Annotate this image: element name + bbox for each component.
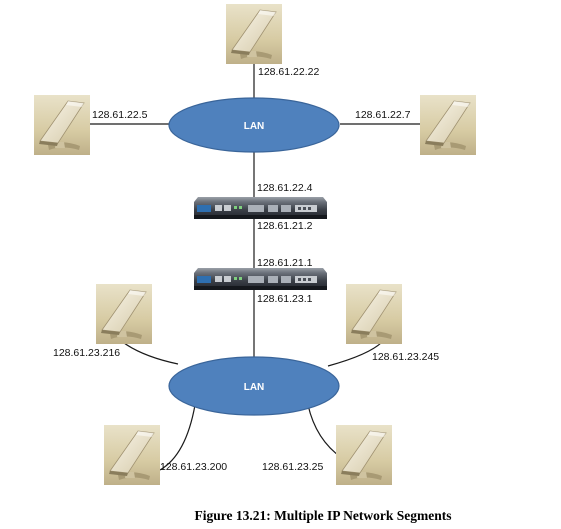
- router-icon: [194, 197, 327, 219]
- host-216-ip: 128.61.23.216: [53, 347, 120, 359]
- computer-icon: [226, 4, 282, 64]
- router-1-ip-lower: 128.61.21.2: [257, 220, 313, 232]
- computer-icon: [96, 284, 152, 344]
- lower-lan-label: LAN: [244, 382, 265, 393]
- host-200-ip: 128.61.23.200: [160, 461, 227, 473]
- upper-lan-ellipse: [168, 97, 340, 153]
- wire-host-200: [159, 404, 196, 471]
- host-left-ip: 128.61.22.5: [92, 109, 148, 121]
- host-top-ip: 128.61.22.22: [258, 66, 319, 78]
- upper-lan-label: LAN: [244, 121, 265, 132]
- host-right-ip: 128.61.22.7: [355, 109, 411, 121]
- router-2-ip-upper: 128.61.21.1: [257, 257, 313, 269]
- host-25: 128.61.23.25: [262, 425, 392, 485]
- computer-icon: [34, 95, 90, 155]
- router-2-ip-lower: 128.61.23.1: [257, 293, 313, 305]
- host-top: 128.61.22.22: [226, 4, 319, 78]
- router-icon: [194, 268, 327, 290]
- host-216: 128.61.23.216: [53, 284, 152, 359]
- computer-icon: [420, 95, 476, 155]
- host-right: 128.61.22.7: [355, 95, 476, 155]
- host-245: 128.61.23.245: [346, 284, 439, 363]
- host-25-ip: 128.61.23.25: [262, 461, 323, 473]
- computer-icon: [104, 425, 160, 485]
- upper-lan: LAN: [168, 97, 340, 153]
- router-1-ip-upper: 128.61.22.4: [257, 182, 313, 194]
- host-200: 128.61.23.200: [104, 425, 227, 485]
- figure-caption: Figure 13.21: Multiple IP Network Segmen…: [195, 508, 452, 523]
- host-left: 128.61.22.5: [34, 95, 148, 155]
- router-2: 128.61.21.1 128.61.23.1: [194, 257, 327, 305]
- host-245-ip: 128.61.23.245: [372, 351, 439, 363]
- lower-lan: LAN: [168, 356, 340, 416]
- computer-icon: [346, 284, 402, 344]
- lower-lan-ellipse: [168, 356, 340, 416]
- computer-icon: [336, 425, 392, 485]
- router-1: 128.61.22.4 128.61.21.2: [194, 182, 327, 232]
